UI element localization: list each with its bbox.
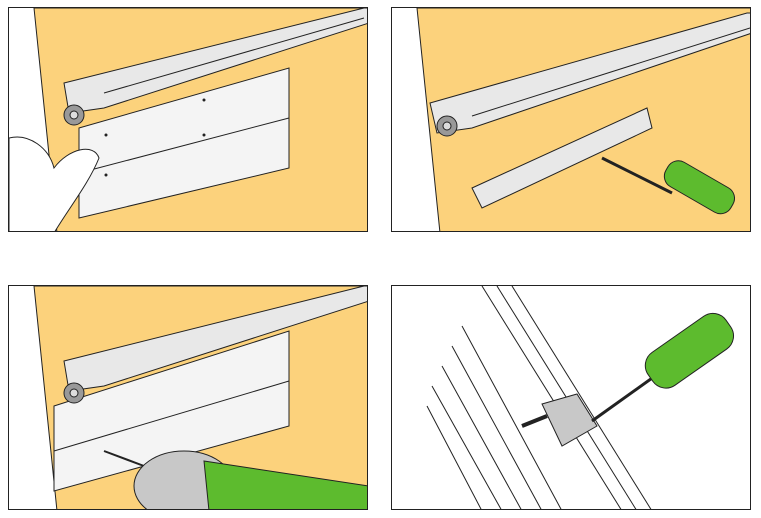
- screwdriver-mounting-bracket-icon: [416, 8, 750, 231]
- step-3-panel: [8, 285, 368, 510]
- step-1-panel: [8, 7, 368, 232]
- step-4-panel: [391, 285, 751, 510]
- hand-holding-drawer-rail-icon: [9, 8, 367, 231]
- drill-icon: [33, 286, 367, 509]
- step-2-panel: [391, 7, 751, 232]
- screwdriver-bracket-detail-icon: [426, 286, 735, 509]
